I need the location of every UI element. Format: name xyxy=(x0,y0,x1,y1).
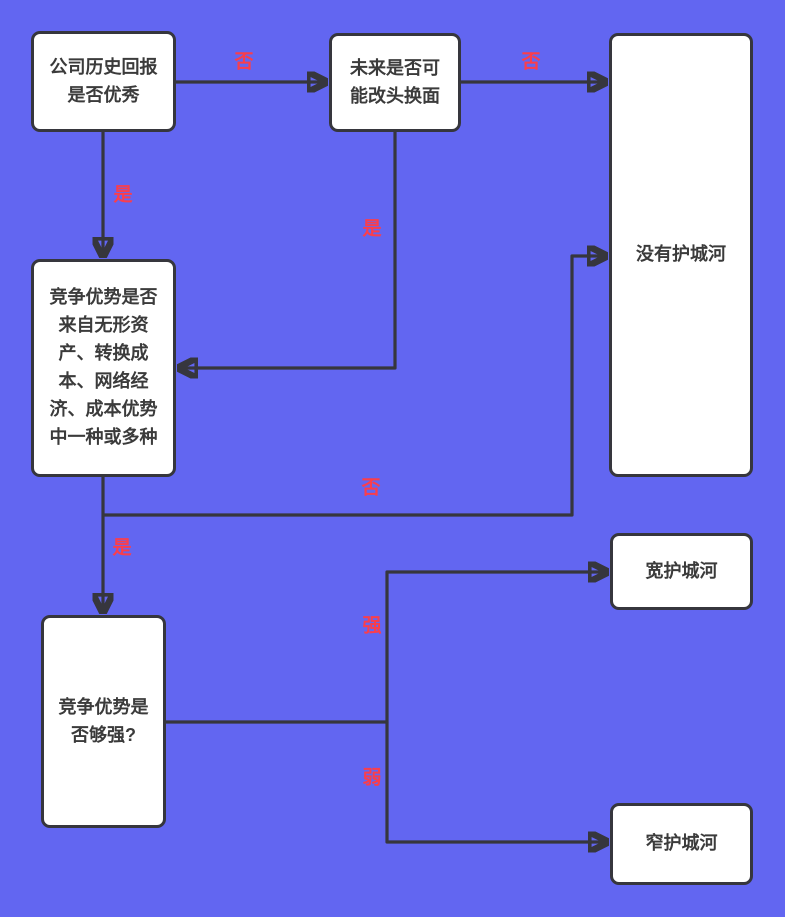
edge-label-no-history-future: 否 xyxy=(234,51,254,73)
edge-strength-to-narrow-moat xyxy=(385,722,608,842)
edge-label-yes-future-sources: 是 xyxy=(362,218,382,240)
edge-label-yes-history-sources: 是 xyxy=(113,184,133,206)
node-advantage-strength: 竞争优势是 否够强? xyxy=(41,615,166,828)
node-wide-moat: 宽护城河 xyxy=(610,533,753,610)
edge-label-weak: 弱 xyxy=(362,767,382,789)
node-history-returns: 公司历史回报 是否优秀 xyxy=(31,31,176,132)
edge-advantage-sources-to-no-moat xyxy=(103,256,607,517)
node-no-moat: 没有护城河 xyxy=(609,33,753,477)
edge-future-to-advantage-sources xyxy=(178,131,397,368)
edge-label-no-sources-nomoat: 否 xyxy=(361,477,381,499)
node-narrow-moat: 窄护城河 xyxy=(610,803,753,885)
edge-label-strong: 强 xyxy=(362,615,382,637)
node-future-turnaround: 未来是否可 能改头换面 xyxy=(329,33,461,132)
edge-label-no-future-nomoat: 否 xyxy=(521,51,541,73)
edge-label-yes-sources-strength: 是 xyxy=(112,537,132,559)
edge-strength-to-wide-moat xyxy=(166,572,608,724)
node-advantage-sources: 竞争优势是否 来自无形资 产、转换成 本、网络经 济、成本优势 中一种或多种 xyxy=(31,259,176,477)
